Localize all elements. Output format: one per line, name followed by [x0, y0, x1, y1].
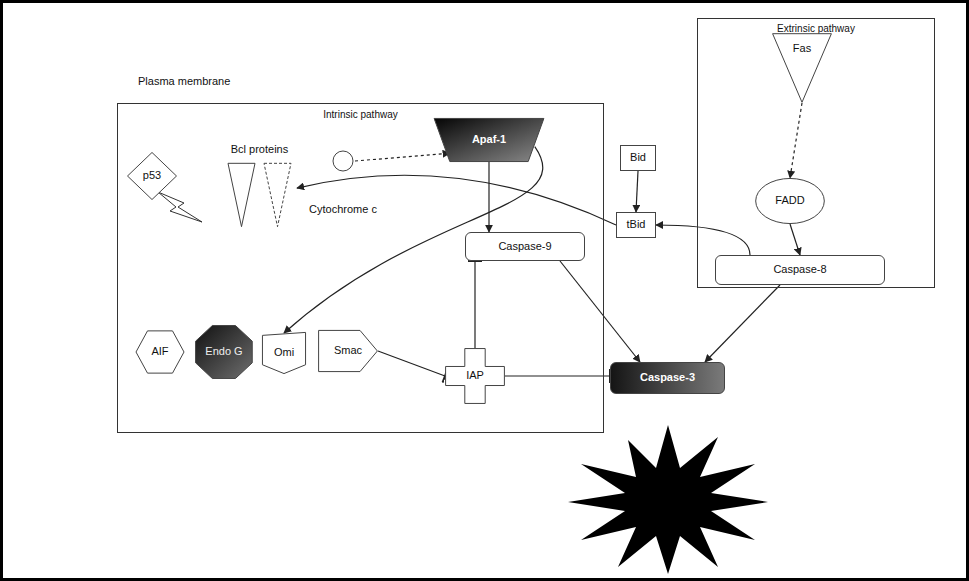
protein-box: Bid — [620, 145, 656, 171]
node-label: Smac — [334, 344, 362, 357]
apoptosis-starburst — [568, 425, 768, 574]
arrow-connector — [488, 162, 489, 232]
inhibition-connector — [505, 375, 610, 376]
node-label: p53 — [143, 169, 161, 182]
node-label: Bcl proteins — [231, 143, 288, 156]
node-label: Cytochrome c — [309, 203, 377, 216]
node-label: IAP — [466, 369, 484, 382]
node-label: tBid — [627, 218, 646, 231]
protein-triangles — [222, 162, 297, 228]
diamond-shape — [128, 152, 177, 199]
arrow-connector — [790, 224, 800, 255]
node-label: Caspase-3 — [640, 371, 695, 384]
arrow-connector — [560, 261, 640, 362]
hex-shape — [136, 331, 184, 373]
molecule-circle-shape — [333, 151, 353, 171]
tri-shape — [773, 34, 832, 103]
arrow-connector — [656, 225, 750, 255]
factor-shield: Omi — [262, 332, 306, 374]
molecule-circle: Cytochrome c — [302, 150, 384, 216]
node-label: Apaf-1 — [472, 133, 506, 146]
protein-group: Bcl proteins — [222, 143, 297, 228]
caspase-box: Caspase-3 — [610, 362, 725, 394]
protein-box: tBid — [616, 212, 656, 238]
arrow-connector — [705, 285, 780, 362]
molecule-symbol — [332, 150, 354, 172]
ellipse-shape — [756, 178, 825, 223]
arrow-connector — [790, 103, 802, 178]
node-label: AIF — [151, 345, 168, 358]
trap-shape — [434, 118, 544, 161]
complex-trapezoid: Apaf-1 — [433, 118, 545, 162]
node-label: FADD — [775, 194, 804, 207]
node-label: Omi — [274, 346, 294, 359]
oct-shape — [196, 326, 253, 379]
inhibition-connector — [474, 261, 475, 348]
node-label: Endo G — [205, 345, 242, 358]
protein-triangle — [228, 163, 255, 226]
factor-pentagon: Smac — [318, 330, 378, 372]
pent-shape — [319, 330, 378, 371]
caspase-box: Caspase-8 — [715, 255, 885, 285]
caspase-box: Caspase-9 — [465, 232, 585, 261]
inhibitor-cross: IAP — [445, 348, 505, 404]
node-label: Caspase-9 — [498, 240, 551, 253]
cross-shape — [446, 349, 505, 404]
factor-hexagon: AIF — [135, 330, 185, 374]
p53-diamond: p53 — [127, 152, 177, 200]
damage-bolt — [158, 192, 202, 222]
arrow-connector — [297, 175, 616, 225]
shield-shape — [262, 332, 305, 373]
node-label: Fas — [793, 42, 811, 55]
arrow-connector — [636, 171, 638, 212]
receptor-triangle: Fas — [772, 33, 832, 103]
pathway-frame: Extrinsic pathwayFasFADDCaspase-8 — [697, 18, 935, 288]
node-label: Caspase-8 — [773, 263, 826, 276]
factor-octagon: Endo G — [195, 325, 253, 379]
inhibition-connector — [378, 351, 445, 376]
node-label: Bid — [630, 151, 646, 164]
adaptor-ellipse: FADD — [755, 178, 825, 224]
arrow-connector — [355, 153, 450, 161]
protein-triangle — [264, 163, 291, 226]
pathway-frame: Intrinsic pathwayp53Bcl proteinsCytochro… — [117, 103, 604, 433]
node-label: Plasma membrane — [138, 75, 230, 88]
